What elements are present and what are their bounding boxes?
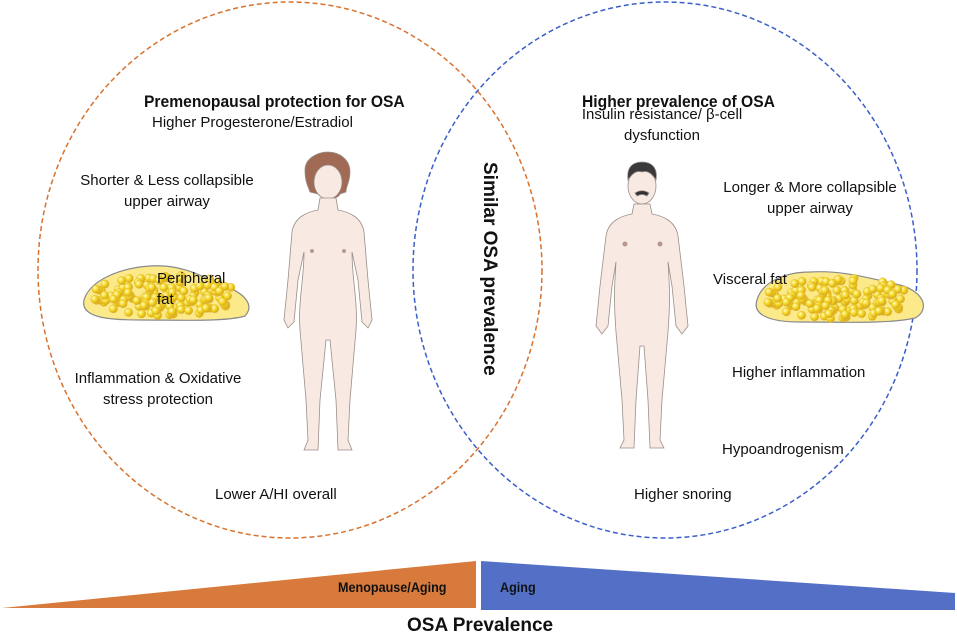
right-item-airway-line2: upper airway xyxy=(767,200,853,217)
left-item-airway-line2: upper airway xyxy=(124,193,210,210)
fat-cell xyxy=(812,304,822,313)
fat-cell xyxy=(132,296,142,305)
fat-cell xyxy=(176,305,186,314)
fat-cell xyxy=(797,276,807,286)
right-item-insulin-line1: Insulin resistance/ β-cell xyxy=(581,106,743,123)
visceral-fat-icon xyxy=(755,271,925,323)
right-item-snoring: Higher snoring xyxy=(634,486,732,503)
right-item-visceral-fat: Visceral fat xyxy=(713,271,787,288)
fat-cell xyxy=(861,298,871,308)
male-body-figure xyxy=(595,161,689,449)
fat-cell xyxy=(888,289,897,299)
fat-cell xyxy=(791,302,801,312)
menopause-aging-band xyxy=(2,561,476,608)
peripheral-fat-icon xyxy=(83,265,250,321)
fat-cell xyxy=(773,293,782,303)
aging-label: Aging xyxy=(500,579,536,595)
left-item-inflammation-line1: Inflammation & Oxidative xyxy=(74,370,242,387)
fat-cell xyxy=(148,298,158,307)
left-item-airway-line1: Shorter & Less collapsible xyxy=(80,172,254,189)
fat-cell xyxy=(810,312,819,322)
fat-cell xyxy=(868,284,878,294)
fat-cell xyxy=(179,286,189,296)
osa-prevalence-axis-title: OSA Prevalence xyxy=(407,615,554,636)
fat-cell xyxy=(188,295,198,305)
right-item-insulin-line2: dysfunction xyxy=(624,127,700,144)
fat-cell xyxy=(123,288,133,297)
left-item-peripheral-fat-line1: Peripheral xyxy=(157,270,226,287)
right-item-inflammation: Higher inflammation xyxy=(732,364,866,381)
fat-cell xyxy=(100,290,110,300)
fat-cell xyxy=(167,307,177,316)
fat-cell xyxy=(139,301,149,310)
fat-cell xyxy=(820,285,830,295)
fat-cell xyxy=(857,309,866,318)
fat-cell xyxy=(108,304,118,314)
fat-cell xyxy=(848,276,858,286)
fat-cell xyxy=(828,278,837,288)
fat-cell xyxy=(134,279,144,289)
fat-cell xyxy=(824,309,834,319)
fat-cell xyxy=(781,307,791,317)
fat-cell xyxy=(877,296,887,306)
fat-cell xyxy=(797,310,806,320)
fat-cell xyxy=(124,273,134,283)
left-item-hormones: Higher Progesterone/Estradiol xyxy=(152,114,353,131)
fat-cell xyxy=(147,282,157,292)
fat-cell xyxy=(201,303,211,313)
fat-cell xyxy=(763,297,773,307)
left-circle-title: Premenopausal protection for OSA xyxy=(144,92,405,111)
fat-cell xyxy=(100,279,110,289)
fat-cell xyxy=(117,276,127,285)
right-item-hypoandrogenism: Hypoandrogenism xyxy=(722,441,844,458)
fat-cell xyxy=(154,275,164,285)
fat-cell xyxy=(118,299,128,309)
right-circle-title: Higher prevalence of OSA xyxy=(582,92,775,111)
fat-cell xyxy=(805,299,815,308)
female-body-figure xyxy=(283,151,373,451)
fat-cell xyxy=(852,289,862,299)
fat-cell xyxy=(151,306,161,316)
fat-cell xyxy=(796,291,806,300)
fat-cell xyxy=(821,301,830,310)
aging-band xyxy=(481,561,955,610)
right-circle xyxy=(412,1,918,539)
overlap-label: Similar OSA prevalence xyxy=(479,162,500,376)
left-item-inflammation-line2: stress protection xyxy=(102,391,214,408)
fat-cell xyxy=(891,300,900,310)
left-item-peripheral-fat-line2: fat xyxy=(157,291,174,308)
fat-cell xyxy=(773,282,783,292)
fat-cell xyxy=(764,287,774,297)
fat-cell xyxy=(840,310,850,319)
left-item-ahi: Lower A/HI overall xyxy=(215,486,337,503)
fat-cell xyxy=(175,273,185,283)
left-circle xyxy=(37,1,543,539)
right-item-airway-line1: Longer & More collapsible xyxy=(723,179,897,196)
fat-cell xyxy=(91,284,101,294)
fat-cell xyxy=(204,293,214,303)
fat-cell xyxy=(184,306,194,315)
fat-cell xyxy=(840,290,850,300)
fat-cell xyxy=(167,287,177,297)
fat-cell xyxy=(124,307,134,317)
fat-cell xyxy=(218,297,228,307)
fat-cell xyxy=(215,286,225,296)
fat-cell xyxy=(849,308,859,317)
menopause-aging-label: Menopause/Aging xyxy=(338,579,447,595)
fat-cell xyxy=(90,294,100,304)
fat-cell xyxy=(137,309,147,319)
fat-cell xyxy=(109,294,118,304)
fat-cell xyxy=(807,282,817,292)
fat-cell xyxy=(790,279,800,288)
fat-cell xyxy=(874,306,884,316)
fat-cell xyxy=(782,297,791,307)
